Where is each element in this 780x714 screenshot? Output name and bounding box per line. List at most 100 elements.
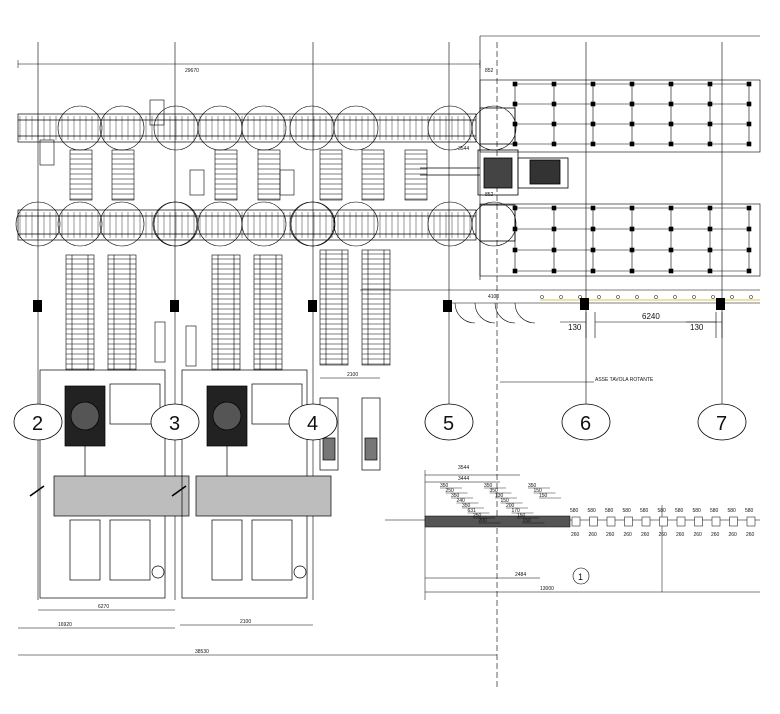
axis-bubble-ring bbox=[13, 403, 63, 441]
axis-bubble-label: 4 bbox=[307, 413, 318, 435]
grid-post bbox=[629, 268, 635, 274]
side-panel bbox=[185, 325, 197, 367]
spacing-top-label: 580 bbox=[570, 508, 579, 514]
step-label: 350 bbox=[462, 503, 471, 509]
reel bbox=[293, 565, 307, 579]
small-conveyor bbox=[189, 169, 205, 196]
bottom-2100-label: 2100 bbox=[240, 619, 251, 625]
machine-spindle bbox=[212, 401, 242, 431]
step-label: 200 bbox=[479, 518, 488, 524]
grid-post bbox=[629, 247, 635, 253]
spacing-bottom-label: 260 bbox=[641, 532, 650, 538]
walkway-marker bbox=[749, 295, 753, 299]
grid-post bbox=[590, 121, 596, 127]
transfer-circle bbox=[99, 201, 145, 247]
transfer-circle bbox=[290, 201, 336, 247]
transfer-circle bbox=[333, 201, 379, 247]
small-conveyor bbox=[279, 169, 295, 196]
section-3544-label: 3544 bbox=[458, 465, 469, 471]
grid-post bbox=[590, 81, 596, 87]
col-spacing-label: 6240 bbox=[642, 312, 660, 321]
step-label: 350 bbox=[440, 483, 449, 489]
axis-bubble-3: 3 bbox=[150, 403, 200, 441]
grid-post bbox=[512, 247, 518, 253]
machine-bays bbox=[29, 369, 381, 599]
section-box bbox=[624, 516, 633, 527]
grid-post bbox=[590, 205, 596, 211]
step-label: 170 bbox=[512, 508, 521, 514]
machine-bed bbox=[195, 475, 332, 517]
grid-post bbox=[668, 268, 674, 274]
small-conveyor bbox=[149, 99, 165, 126]
vertical-conveyors bbox=[39, 99, 428, 201]
bottom-dimensions bbox=[18, 377, 497, 656]
spacing-bottom-label: 260 bbox=[729, 532, 738, 538]
grid-post bbox=[551, 121, 557, 127]
axis-bubble-5: 5 bbox=[424, 403, 474, 441]
axis-bubble-ring bbox=[424, 403, 474, 441]
section-box bbox=[711, 516, 721, 527]
spacing-top-label: 580 bbox=[693, 508, 702, 514]
grid-post bbox=[668, 247, 674, 253]
axis-bubble-6: 6 bbox=[561, 403, 611, 441]
transfer-circle bbox=[197, 201, 243, 247]
grid-frame-top bbox=[479, 79, 761, 153]
grid-post bbox=[707, 205, 713, 211]
section-box bbox=[746, 516, 756, 527]
grid-post bbox=[590, 226, 596, 232]
step-label: 350 bbox=[490, 488, 499, 494]
axis-bubble-4: 4 bbox=[288, 403, 338, 441]
grid-post bbox=[590, 141, 596, 147]
grid-post bbox=[551, 268, 557, 274]
vertical-conveyor bbox=[214, 149, 238, 201]
machine-spindle bbox=[70, 401, 100, 431]
vertical-conveyor bbox=[257, 149, 281, 201]
rack bbox=[211, 254, 241, 371]
step-label: 240 bbox=[457, 498, 466, 504]
offset-right-label: 130 bbox=[690, 323, 704, 332]
vertical-conveyor bbox=[319, 149, 343, 201]
section-box bbox=[694, 516, 703, 527]
width-4100-label: 4100 bbox=[488, 294, 499, 300]
spacing-top-label: 580 bbox=[605, 508, 614, 514]
rack bbox=[253, 254, 283, 371]
side-panel bbox=[154, 321, 166, 363]
grid-post bbox=[551, 226, 557, 232]
width-2100-label: 2100 bbox=[347, 372, 358, 378]
grid-post bbox=[668, 226, 674, 232]
grid-post bbox=[707, 81, 713, 87]
section-box bbox=[676, 516, 686, 527]
step-label: 150 bbox=[539, 493, 548, 499]
detail-marker-label: 1 bbox=[578, 572, 583, 582]
spacing-bottom-label: 260 bbox=[606, 532, 615, 538]
grid-post bbox=[629, 205, 635, 211]
spacing-top-label: 580 bbox=[658, 508, 667, 514]
grid-post bbox=[629, 101, 635, 107]
grid-post bbox=[668, 121, 674, 127]
step-label: 150 bbox=[523, 518, 532, 524]
axis-bubble-label: 2 bbox=[32, 413, 43, 435]
storage-grid bbox=[479, 79, 761, 277]
walkway bbox=[360, 289, 760, 304]
axis-note: ASSE TAVOLA ROTANTE bbox=[595, 377, 654, 383]
column-markers bbox=[33, 298, 725, 312]
grid-post bbox=[746, 101, 752, 107]
grid-post bbox=[746, 121, 752, 127]
axis-bubble-label: 3 bbox=[169, 413, 180, 435]
transfer-circle bbox=[289, 201, 335, 247]
section-3444-label: 3444 bbox=[458, 476, 469, 482]
transfer-circle bbox=[152, 201, 198, 247]
spacing-bottom-label: 260 bbox=[711, 532, 720, 538]
spacing-bottom-label: 260 bbox=[746, 532, 755, 538]
arrow bbox=[29, 485, 45, 497]
transfer-circle bbox=[241, 105, 287, 151]
machine-guard bbox=[109, 383, 161, 425]
axis-bubble-ring bbox=[288, 403, 338, 441]
step-label: 350 bbox=[451, 493, 460, 499]
grid-post bbox=[707, 226, 713, 232]
step-label: 250 bbox=[473, 513, 482, 519]
axis-bubble-ring bbox=[150, 403, 200, 441]
section-box bbox=[659, 516, 668, 527]
rack bbox=[361, 249, 391, 366]
